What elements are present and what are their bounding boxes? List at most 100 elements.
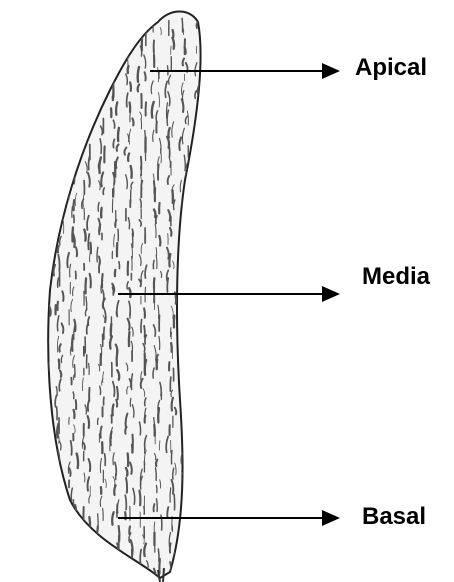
texture-stroke [57, 212, 58, 225]
texture-stroke [46, 260, 47, 266]
texture-stroke [199, 200, 200, 213]
texture-stroke [158, 164, 159, 179]
texture-stroke [182, 576, 183, 582]
texture-stroke [100, 81, 102, 91]
texture-stroke [103, 188, 104, 194]
texture-stroke [182, 326, 184, 335]
texture-stroke [41, 458, 42, 471]
texture-stroke [140, 567, 141, 573]
texture-stroke [202, 531, 203, 541]
texture-stroke [172, 398, 173, 411]
texture-stroke [184, 190, 185, 200]
texture-stroke [128, 558, 129, 570]
texture-stroke [84, 20, 85, 28]
texture-stroke [113, 35, 114, 47]
texture-stroke [131, 166, 132, 178]
texture-stroke [125, 495, 126, 509]
texture-stroke [118, 128, 119, 141]
texture-stroke [132, 118, 133, 125]
texture-stroke [56, 40, 57, 50]
texture-stroke [129, 29, 130, 35]
texture-stroke [42, 155, 43, 170]
texture-stroke [113, 139, 114, 147]
texture-stroke [89, 74, 90, 84]
texture-stroke [167, 507, 168, 518]
texture-stroke [45, 301, 46, 314]
texture-stroke [55, 503, 56, 513]
texture-stroke [46, 235, 47, 249]
texture-stroke [56, 179, 58, 193]
texture-stroke [181, 269, 182, 284]
texture-stroke [196, 301, 197, 308]
texture-stroke [43, 245, 44, 261]
texture-stroke [61, 568, 63, 577]
texture-stroke [84, 48, 85, 64]
texture-stroke [43, 316, 45, 328]
texture-stroke [116, 472, 117, 480]
texture-stroke [187, 405, 188, 420]
texture-stroke [169, 254, 170, 267]
texture-stroke [126, 572, 128, 581]
texture-stroke [140, 491, 141, 506]
texture-stroke [117, 351, 118, 366]
texture-stroke [145, 147, 146, 160]
texture-stroke [201, 224, 202, 235]
texture-stroke [76, 247, 77, 256]
texture-stroke [44, 74, 45, 81]
texture-stroke [198, 449, 199, 458]
texture-stroke [57, 188, 58, 199]
texture-stroke [201, 252, 203, 267]
texture-stroke [43, 543, 45, 551]
texture-stroke [182, 236, 184, 250]
texture-stroke [96, 536, 98, 548]
texture-stroke [168, 128, 169, 138]
texture-stroke [75, 523, 77, 538]
texture-stroke [189, 423, 191, 432]
texture-stroke [129, 288, 130, 297]
texture-stroke [182, 18, 183, 32]
texture-stroke [58, 278, 59, 287]
texture-stroke [113, 287, 114, 294]
texture-stroke [72, 335, 73, 351]
texture-stroke [117, 387, 118, 400]
texture-stroke [90, 274, 91, 288]
texture-stroke [70, 31, 71, 44]
texture-stroke [100, 426, 101, 437]
texture-stroke [128, 453, 129, 465]
texture-stroke [181, 525, 183, 534]
texture-stroke [77, 94, 78, 106]
texture-stroke [197, 436, 198, 448]
texture-stroke [170, 377, 171, 391]
texture-stroke [47, 93, 48, 108]
texture-stroke [89, 120, 90, 133]
texture-stroke [167, 278, 168, 292]
seed-illustration [40, 12, 205, 582]
texture-stroke [102, 59, 103, 66]
texture-stroke [184, 216, 186, 224]
texture-stroke [85, 552, 87, 567]
label-apical: Apical [355, 56, 427, 80]
texture-stroke [99, 567, 100, 581]
texture-stroke [74, 410, 75, 418]
texture-stroke [86, 65, 87, 74]
texture-stroke [45, 508, 46, 520]
texture-stroke [201, 324, 202, 336]
texture-stroke [41, 38, 43, 49]
texture-stroke [74, 17, 75, 26]
texture-stroke [101, 63, 102, 75]
texture-stroke [98, 95, 99, 105]
texture-stroke [181, 229, 182, 243]
texture-stroke [54, 230, 56, 239]
texture-stroke [183, 209, 184, 224]
texture-stroke [193, 191, 195, 201]
texture-stroke [43, 180, 44, 188]
texture-stroke [198, 397, 199, 413]
texture-stroke [154, 522, 155, 531]
texture-stroke [125, 37, 127, 44]
texture-stroke [105, 454, 106, 466]
texture-stroke [202, 478, 203, 484]
texture-stroke [61, 47, 62, 57]
texture-stroke [48, 408, 49, 414]
texture-stroke [183, 333, 185, 340]
